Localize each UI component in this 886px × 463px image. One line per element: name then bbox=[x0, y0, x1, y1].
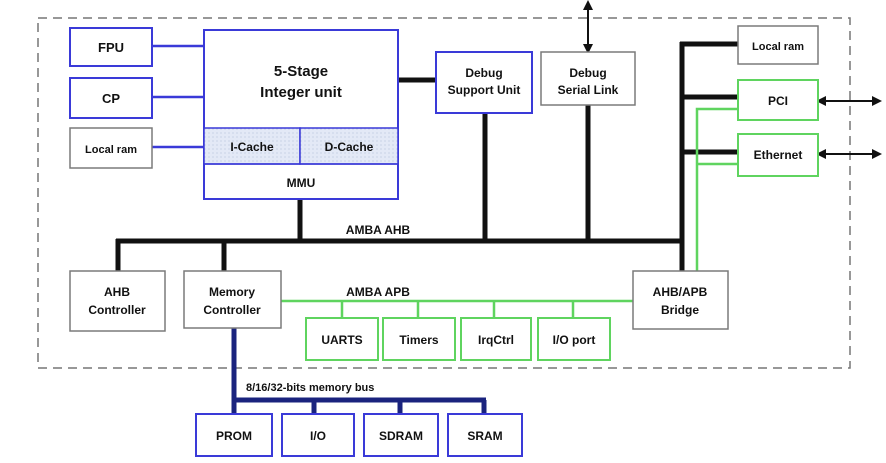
dcache-label: D-Cache bbox=[325, 140, 374, 154]
integer-unit-label-line1: 5-Stage bbox=[274, 63, 328, 80]
debug-support-unit-block bbox=[435, 51, 533, 114]
io-port-label: I/O port bbox=[553, 333, 596, 347]
fpu-block bbox=[69, 27, 153, 67]
uarts-label: UARTS bbox=[321, 333, 362, 347]
prom-label: PROM bbox=[216, 429, 252, 443]
pci-block bbox=[737, 79, 819, 121]
integer-unit-label-line2: Integer unit bbox=[260, 84, 342, 101]
integer-unit-block bbox=[203, 29, 399, 200]
debug-support-label-line1: Debug bbox=[465, 66, 502, 80]
amba-ahb-label: AMBA AHB bbox=[346, 223, 411, 237]
local-ram-right-block bbox=[737, 25, 819, 65]
amba-apb-label: AMBA APB bbox=[346, 285, 410, 299]
ethernet-block bbox=[737, 133, 819, 177]
uarts-block bbox=[305, 317, 379, 361]
icache-label: I-Cache bbox=[230, 140, 274, 154]
mmu-label: MMU bbox=[287, 176, 316, 190]
bridge-to-pci-link bbox=[695, 107, 738, 271]
cp-label: CP bbox=[102, 91, 120, 106]
debug-support-label-line2: Support Unit bbox=[448, 83, 521, 97]
bridge-label-line2: Bridge bbox=[661, 303, 699, 317]
memory-controller-block bbox=[183, 270, 282, 329]
memory-controller-label-line1: Memory bbox=[209, 285, 255, 299]
local-ram-right-label: Local ram bbox=[752, 41, 804, 53]
timers-label: Timers bbox=[399, 333, 438, 347]
timers-block bbox=[382, 317, 456, 361]
irqctrl-block bbox=[460, 317, 532, 361]
memory-bus-label: 8/16/32-bits memory bus bbox=[246, 382, 374, 394]
ahb-controller-block bbox=[69, 270, 166, 332]
io-block bbox=[281, 413, 355, 457]
memory-controller-label-line2: Controller bbox=[203, 303, 261, 317]
ahb-controller-label-line2: Controller bbox=[88, 303, 146, 317]
chip-boundary bbox=[37, 17, 851, 369]
irqctrl-label: IrqCtrl bbox=[478, 333, 514, 347]
sram-block bbox=[447, 413, 523, 457]
debug-serial-link-block bbox=[540, 51, 636, 106]
ahb-apb-bridge-block bbox=[632, 270, 729, 330]
io-port-block bbox=[537, 317, 611, 361]
ahb-controller-label-line1: AHB bbox=[104, 285, 130, 299]
ethernet-label: Ethernet bbox=[754, 148, 803, 162]
icache-block bbox=[203, 127, 301, 165]
io-label: I/O bbox=[310, 429, 326, 443]
dcache-block bbox=[299, 127, 399, 165]
sdram-block bbox=[363, 413, 439, 457]
sdram-label: SDRAM bbox=[379, 429, 423, 443]
prom-block bbox=[195, 413, 273, 457]
bridge-label-line1: AHB/APB bbox=[653, 285, 708, 299]
local-ram-left-block bbox=[69, 127, 153, 169]
debug-serial-label-line1: Debug bbox=[569, 66, 606, 80]
local-ram-left-label: Local ram bbox=[85, 144, 137, 156]
debug-serial-label-line2: Serial Link bbox=[558, 83, 619, 97]
sram-label: SRAM bbox=[467, 429, 502, 443]
cp-block bbox=[69, 77, 153, 119]
fpu-label: FPU bbox=[98, 40, 124, 55]
pci-label: PCI bbox=[768, 94, 788, 108]
